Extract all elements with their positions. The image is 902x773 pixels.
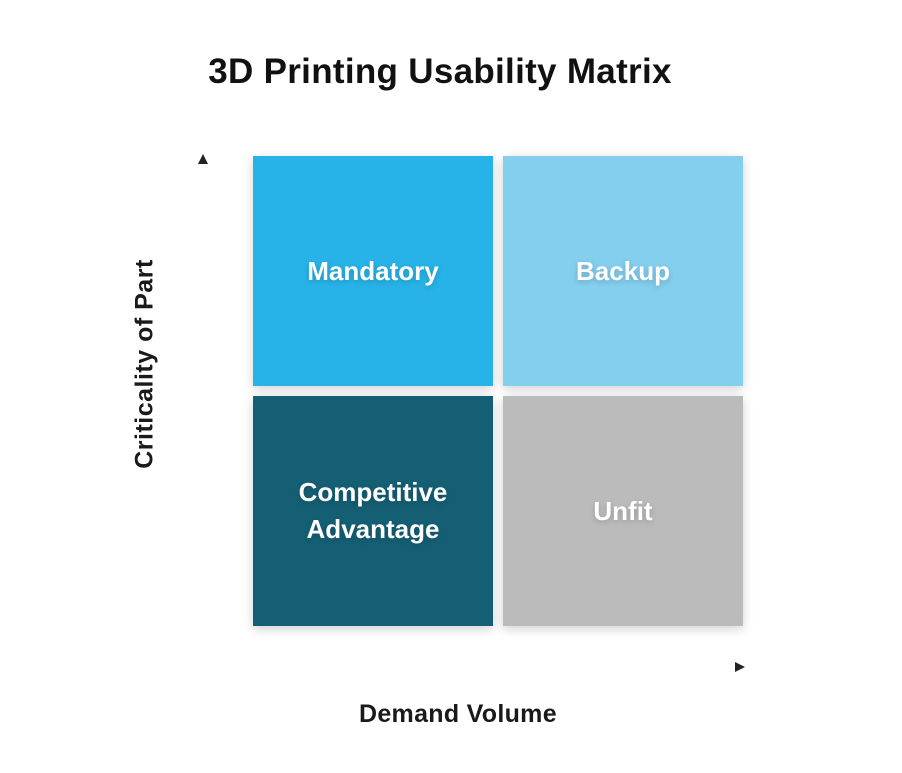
quadrant-unfit: Unfit <box>503 396 743 626</box>
quadrant-competitive-advantage: Competitive Advantage <box>253 396 493 626</box>
quadrant-mandatory: Mandatory <box>253 156 493 386</box>
page-title: 3D Printing Usability Matrix <box>208 52 672 91</box>
quadrant-label: Competitive Advantage <box>298 477 448 544</box>
y-axis-label: Criticality of Part <box>130 259 159 469</box>
quadrant-label: Backup <box>576 255 670 286</box>
quadrant-label: Mandatory <box>307 255 439 286</box>
x-axis-label: Demand Volume <box>359 700 557 728</box>
y-axis-arrowhead <box>198 154 208 164</box>
quadrant-label: Unfit <box>593 495 653 526</box>
x-axis-arrowhead <box>735 662 745 672</box>
quadrant-backup: Backup <box>503 156 743 386</box>
